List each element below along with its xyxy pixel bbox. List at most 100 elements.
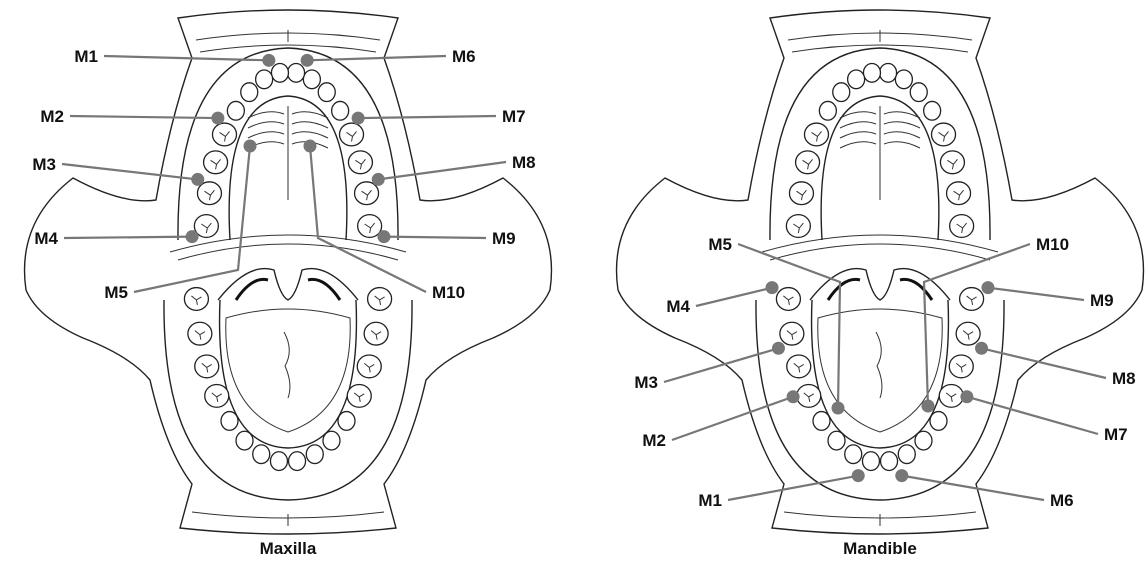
lower-tooth [939,384,963,407]
lower-tooth [236,431,253,450]
palate-ruga [884,142,920,148]
upper-tooth [212,123,236,146]
palate-ruga [884,122,920,128]
marker-label: M3 [32,155,56,174]
lower-tooth [221,412,238,431]
marker-leader-line [672,397,793,440]
marker-label: M7 [502,107,526,126]
lower-tooth [347,384,371,407]
tray-outline [617,10,1144,534]
marker-point [787,390,800,403]
marker-point [377,230,390,243]
upper-tooth [880,63,897,82]
lower-tooth [828,431,845,450]
marker-point [852,469,865,482]
upper-tooth [789,182,813,205]
tongue-groove [876,332,882,398]
marker-leader-line [384,237,486,238]
lower-tooth [776,288,800,311]
upper-tooth [348,151,372,174]
lower-tooth [780,322,804,345]
marker-leader-line [358,116,496,118]
lower-tooth [960,288,984,311]
marker-label: M6 [1050,491,1074,510]
throat-line [770,244,990,260]
marker-leader-line [967,397,1098,434]
marker-label: M1 [74,47,98,66]
marker-label: M1 [698,491,722,510]
lower-tooth [205,384,229,407]
upper-tooth [204,151,228,174]
upper-tooth [910,83,927,102]
upper-tooth [256,70,273,89]
marker-point [186,230,199,243]
upper-tooth [332,101,349,120]
marker-point [301,54,314,67]
marker-point [352,112,365,125]
upper-tooth [227,101,244,120]
marker-label: M5 [708,235,732,254]
marker-point [772,342,785,355]
upper-tooth [932,123,956,146]
marker-label: M9 [1090,291,1114,310]
marker-label: M8 [512,153,536,172]
palate-ruga [884,132,920,138]
upper-tooth [924,101,941,120]
upper-tooth [288,63,305,82]
lower-tooth [949,355,973,378]
pharynx-shadow [308,279,340,300]
upper-tooth [833,83,850,102]
marker-label: M2 [40,107,64,126]
pharynx-shadow [828,279,860,300]
lower-tooth [930,412,947,431]
marker-point [372,173,385,186]
marker-leader-line [696,288,772,306]
lower-tooth [845,445,862,464]
marker-point [922,400,935,413]
marker-point [211,112,224,125]
lower-tooth [338,412,355,431]
upper-tooth [895,70,912,89]
marker-leader-line [64,237,192,238]
lower-tooth [797,384,821,407]
marker-point [895,469,908,482]
marker-label: M9 [492,229,516,248]
throat-line [178,244,398,260]
panel-title-mandible: Mandible [843,539,917,558]
marker-leader-line [988,288,1084,300]
lower-tooth [306,445,323,464]
palate-ruga [840,122,876,128]
tray-outline [25,10,552,534]
upper-tooth [303,70,320,89]
upper-tooth [804,123,828,146]
marker-label: M5 [104,283,128,302]
upper-tooth [863,63,880,82]
upper-tooth [786,215,810,238]
tongue-groove [284,332,290,398]
marker-leader-line [902,476,1044,500]
tongue [226,309,350,432]
upper-tooth [796,151,820,174]
marker-point [262,54,275,67]
panel-title-maxilla: Maxilla [260,539,317,558]
palate-ruga [292,132,328,138]
marker-point [975,342,988,355]
lower-tooth [253,445,270,464]
lower-tooth [898,445,915,464]
pharynx-shadow [236,279,268,300]
marker-label: M4 [666,297,690,316]
upper-tooth [271,63,288,82]
marker-label: M10 [432,283,465,302]
upper-tooth [358,215,382,238]
lower-tooth [357,355,381,378]
upper-tooth [848,70,865,89]
marker-label: M3 [634,373,658,392]
lower-tooth [956,322,980,345]
upper-tooth [197,182,221,205]
upper-tooth [318,83,335,102]
lower-tooth [862,452,879,471]
lower-tooth [881,452,898,471]
marker-leader-line [728,476,858,500]
